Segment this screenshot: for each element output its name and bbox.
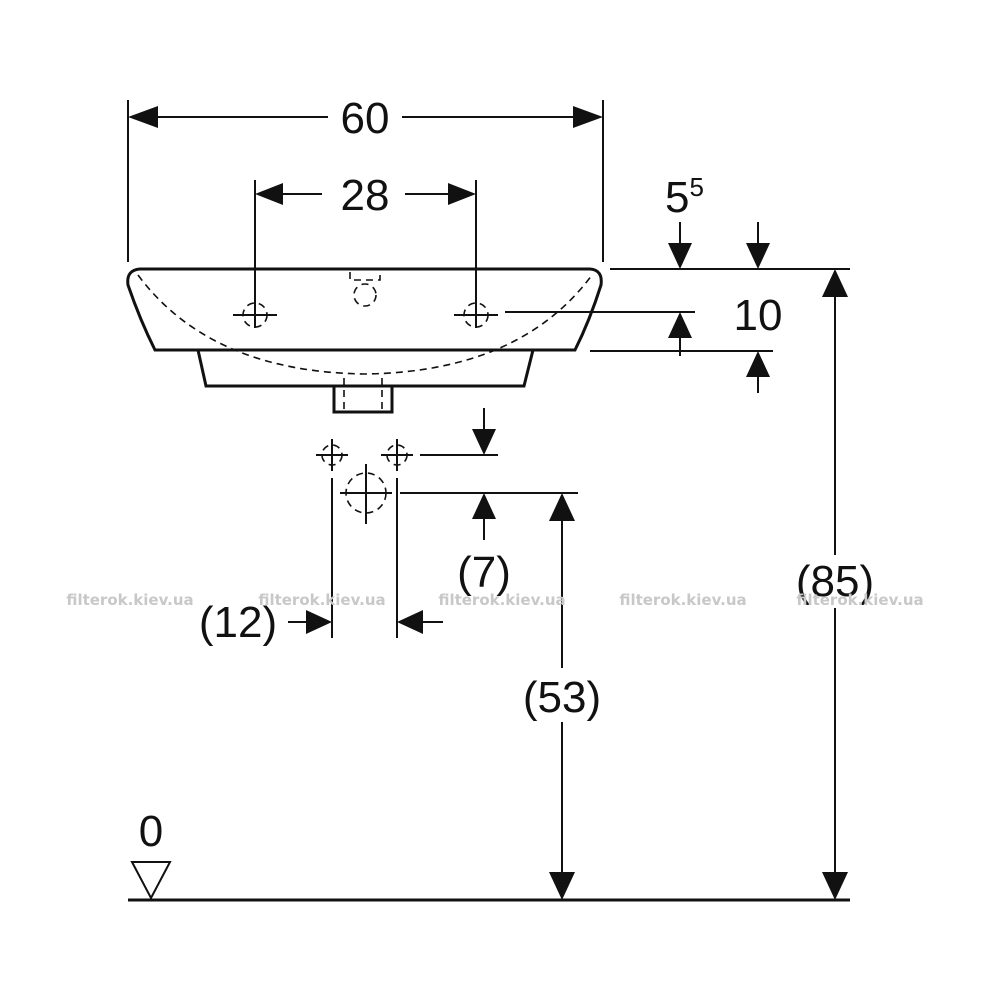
supply-valve-right bbox=[381, 439, 413, 471]
arrow-down bbox=[668, 243, 692, 269]
drain-hidden-line bbox=[343, 378, 383, 410]
dimension-tap-hole-spacing: 28 bbox=[254, 171, 477, 325]
watermark: filterok.kiev.ua bbox=[66, 591, 193, 609]
overflow-hole bbox=[353, 283, 377, 307]
drain-outlet bbox=[332, 386, 394, 414]
dimension-drain-height: (53) bbox=[523, 493, 601, 900]
tap-hole-right bbox=[454, 298, 498, 328]
arrow-up bbox=[822, 269, 848, 297]
overall-width-label: 60 bbox=[341, 94, 390, 143]
dimension-bowl-height: 10 bbox=[505, 291, 782, 393]
arrow-left bbox=[128, 106, 158, 128]
basin-body bbox=[126, 267, 603, 414]
arrow-down bbox=[472, 429, 496, 455]
floor-level-label: 0 bbox=[139, 807, 163, 856]
watermarks: filterok.kiev.ua filterok.kiev.ua filter… bbox=[66, 591, 923, 609]
watermark: filterok.kiev.ua bbox=[258, 591, 385, 609]
bowl-hidden-line bbox=[137, 274, 593, 375]
arrow-down bbox=[549, 872, 575, 900]
dimension-supply-spacing: (12) bbox=[199, 478, 443, 647]
arrow-up bbox=[668, 312, 692, 338]
arrow-right bbox=[573, 106, 603, 128]
bowl-height-label: 10 bbox=[734, 291, 783, 340]
arrow-right bbox=[448, 183, 476, 205]
level-triangle-icon bbox=[130, 861, 172, 901]
arrow-right bbox=[306, 610, 332, 634]
supply-valve-left bbox=[316, 439, 348, 471]
arrow-up bbox=[746, 351, 770, 377]
drain-connection bbox=[340, 464, 392, 524]
arrow-up bbox=[549, 493, 575, 521]
tap-hole-left bbox=[233, 298, 277, 328]
supply-spacing-label: (12) bbox=[199, 598, 277, 647]
watermark: filterok.kiev.ua bbox=[619, 591, 746, 609]
dimension-supply-offset: (7) bbox=[400, 408, 578, 597]
arrow-down bbox=[746, 243, 770, 269]
rim-thickness-base: 5 bbox=[665, 173, 689, 222]
watermark: filterok.kiev.ua bbox=[438, 591, 565, 609]
overall-height-label: (85) bbox=[796, 557, 874, 606]
rim-thickness-label: 55 bbox=[665, 172, 704, 222]
dimension-rim-thickness: 55 bbox=[610, 172, 850, 270]
tap-hole-spacing-label: 28 bbox=[341, 171, 390, 220]
watermark: filterok.kiev.ua bbox=[796, 591, 923, 609]
dimension-overall-width: 60 bbox=[127, 94, 604, 262]
basin-outline bbox=[126, 267, 603, 352]
arrow-left bbox=[255, 183, 283, 205]
rim-thickness-superscript: 5 bbox=[689, 172, 703, 202]
arrow-up bbox=[472, 493, 496, 519]
arrow-down bbox=[822, 872, 848, 900]
arrow-left bbox=[397, 610, 423, 634]
drain-height-label: (53) bbox=[523, 673, 601, 722]
overflow-slot bbox=[349, 272, 381, 281]
basin-pedestal bbox=[196, 349, 535, 388]
supply-offset-label: (7) bbox=[457, 548, 511, 597]
floor-level: 0 bbox=[128, 807, 850, 902]
dimension-overall-height: (85) bbox=[796, 269, 874, 900]
